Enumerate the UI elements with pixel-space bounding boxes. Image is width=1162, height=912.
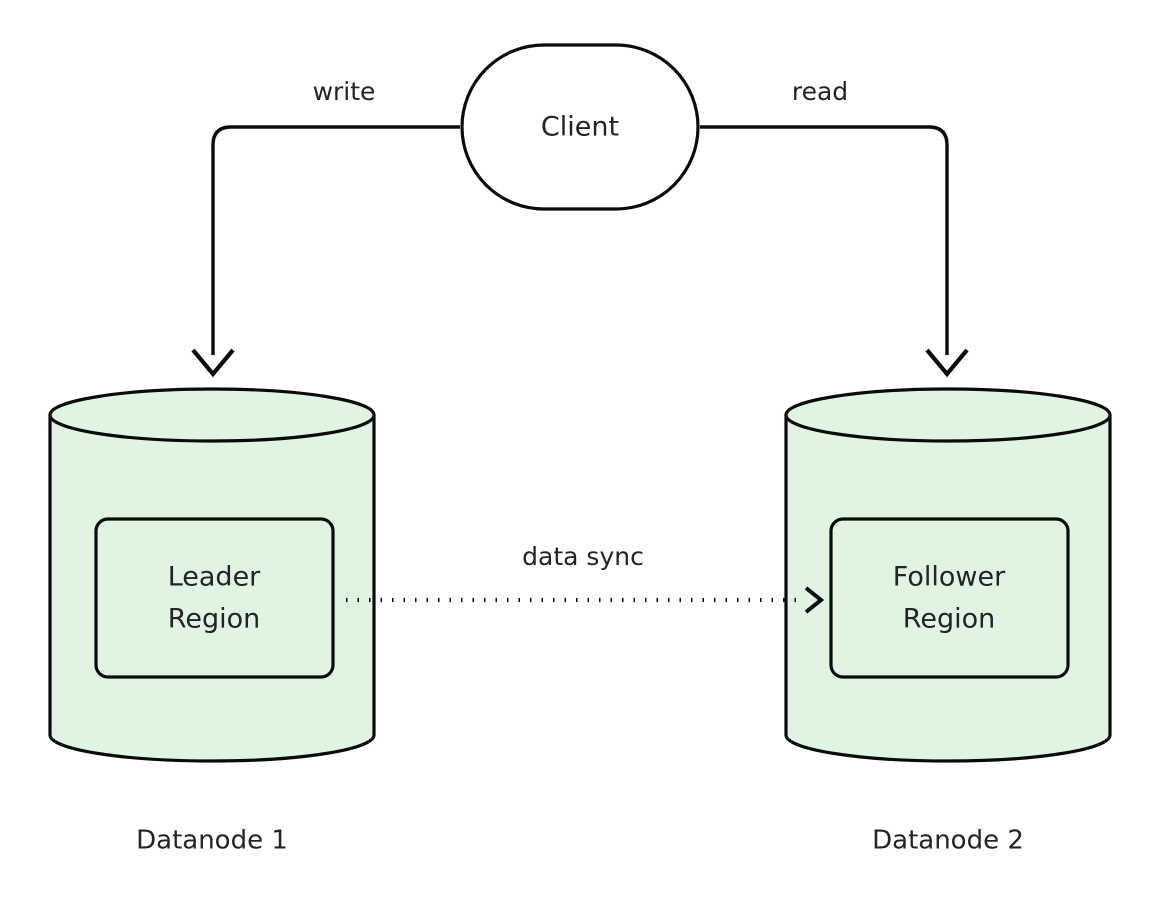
datanode1-outline [48, 413, 376, 763]
edge-write: write [191, 77, 460, 378]
edge-write-path [211, 125, 460, 355]
follower-region-label-line2: Region [903, 604, 995, 635]
datanode2-top-fill [786, 389, 1110, 441]
datanode2-region[interactable]: Follower Region [829, 517, 1070, 679]
datanode2-caption: Datanode 2 [872, 826, 1024, 856]
edge-write-label: write [313, 77, 376, 106]
datanode1-caption: Datanode 1 [136, 826, 288, 856]
datanode1-body-fill [50, 415, 374, 761]
edge-read-arrowhead [925, 348, 969, 378]
edge-data-sync: data sync [346, 542, 825, 614]
edge-write-arrowhead [191, 348, 235, 378]
node-datanode1[interactable]: Leader Region Datanode 1 [48, 387, 376, 856]
edge-read: read [700, 77, 969, 378]
edge-data-sync-label: data sync [522, 542, 644, 571]
datanode2-body-fill [786, 415, 1110, 761]
datanode1-top-fill [50, 389, 374, 441]
datanode1-top-ellipse [48, 387, 376, 443]
follower-region-label-line1: Follower [893, 562, 1006, 593]
follower-region-box[interactable] [829, 517, 1070, 679]
edge-read-label: read [792, 77, 848, 106]
node-client[interactable]: Client [460, 43, 700, 211]
datanode2-top-ellipse [784, 387, 1112, 443]
node-datanode2[interactable]: Follower Region Datanode 2 [784, 387, 1112, 856]
datanode1-region[interactable]: Leader Region [94, 517, 335, 679]
datanode2-outline [784, 413, 1112, 763]
client-label: Client [541, 112, 619, 143]
client-shape[interactable] [460, 43, 700, 211]
leader-region-label-line1: Leader [168, 562, 261, 593]
edge-read-path [700, 125, 949, 355]
leader-region-label-line2: Region [168, 604, 260, 635]
leader-region-box[interactable] [94, 517, 335, 679]
edge-data-sync-arrowhead [804, 586, 825, 614]
